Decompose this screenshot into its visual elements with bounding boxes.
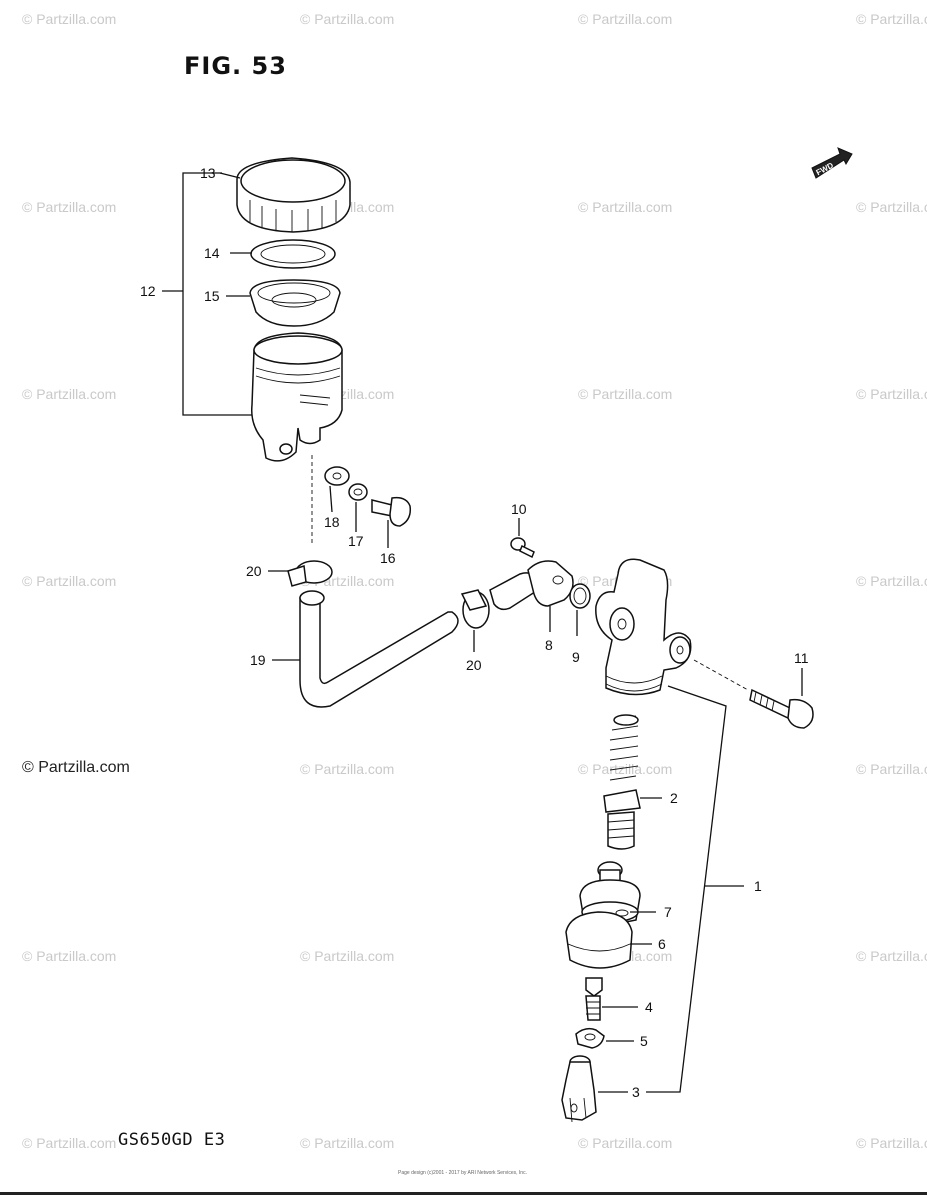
callout-15: 15 [204, 288, 220, 304]
watermark: © Partzilla.com [22, 948, 117, 964]
lock-nut-5 [575, 1027, 605, 1049]
watermark: © Partzilla.com [856, 761, 927, 777]
watermark: © Partzilla.com [856, 386, 927, 402]
callout-12: 12 [140, 283, 156, 299]
watermark: © Partzilla.com [578, 1135, 673, 1151]
watermark: © Partzilla.com [856, 948, 927, 964]
watermark: © Partzilla.com [22, 386, 117, 402]
watermark: © Partzilla.com [22, 573, 117, 589]
watermark: © Partzilla.com [300, 1135, 395, 1151]
reservoir-body [250, 332, 343, 462]
watermark: © Partzilla.com [300, 11, 395, 27]
bracket-12 [182, 172, 255, 416]
diaphragm-plate [250, 239, 336, 269]
callout-13: 13 [200, 165, 216, 181]
callout-16: 16 [380, 550, 396, 566]
figure-title: FIG. 53 [184, 52, 287, 80]
callout-18: 18 [324, 514, 340, 530]
bottom-rule [0, 1192, 927, 1195]
callout-14: 14 [204, 245, 220, 261]
callout-1: 1 [754, 878, 762, 894]
watermark: © Partzilla.com [856, 1135, 927, 1151]
callout-19: 19 [250, 652, 266, 668]
watermark: © Partzilla.com [856, 199, 927, 215]
mounting-bolt-11 [749, 688, 814, 729]
watermark: © Partzilla.com [578, 386, 673, 402]
washer-17 [348, 483, 368, 501]
clevis-3 [561, 1055, 597, 1123]
watermark: © Partzilla.com [300, 761, 395, 777]
callout-20-right: 20 [466, 657, 482, 673]
reservoir-hose [299, 590, 459, 708]
callout-8: 8 [545, 637, 553, 653]
callout-11: 11 [794, 650, 809, 666]
watermark: © Partzilla.com [578, 761, 673, 777]
watermark: © Partzilla.com [22, 1135, 117, 1151]
push-rod-boot [565, 861, 641, 1021]
callout-10: 10 [511, 501, 527, 517]
master-cylinder-body [595, 558, 692, 696]
model-code: GS650GD E3 [118, 1130, 226, 1150]
screw-10 [510, 537, 535, 559]
watermark: © Partzilla.com [22, 199, 117, 215]
watermark: © Partzilla.com [856, 573, 927, 589]
callout-3: 3 [632, 1084, 640, 1100]
watermark: © Partzilla.com [22, 11, 117, 27]
callout-4: 4 [645, 999, 653, 1015]
forward-arrow-icon: FWD [811, 147, 853, 179]
hose-connector [489, 560, 574, 611]
piston-spring-set [603, 714, 641, 850]
watermark: © Partzilla.com [300, 948, 395, 964]
callout-20-left: 20 [246, 563, 262, 579]
reservoir-cap [236, 157, 351, 233]
watermark-prominent: © Partzilla.com [22, 759, 130, 776]
hose-clamp-left [287, 560, 333, 587]
diaphragm [249, 279, 341, 327]
page-footer: Page design (c)2001 - 2017 by ARI Networ… [398, 1170, 527, 1176]
callout-9: 9 [572, 649, 580, 665]
bracket-1 [646, 685, 727, 1093]
washer-18 [324, 466, 350, 486]
hose-clamp-right [460, 589, 490, 629]
callout-6: 6 [658, 936, 666, 952]
bolt-16 [371, 496, 412, 527]
watermark: © Partzilla.com [578, 199, 673, 215]
o-ring-9 [569, 583, 591, 609]
callout-5: 5 [640, 1033, 648, 1049]
callout-17: 17 [348, 533, 364, 549]
watermark: © Partzilla.com [578, 11, 673, 27]
watermark: © Partzilla.com [856, 11, 927, 27]
footer-line-1: Page design (c)2001 - 2017 by ARI Networ… [398, 1170, 527, 1176]
callout-7: 7 [664, 904, 672, 920]
callout-2: 2 [670, 790, 678, 806]
